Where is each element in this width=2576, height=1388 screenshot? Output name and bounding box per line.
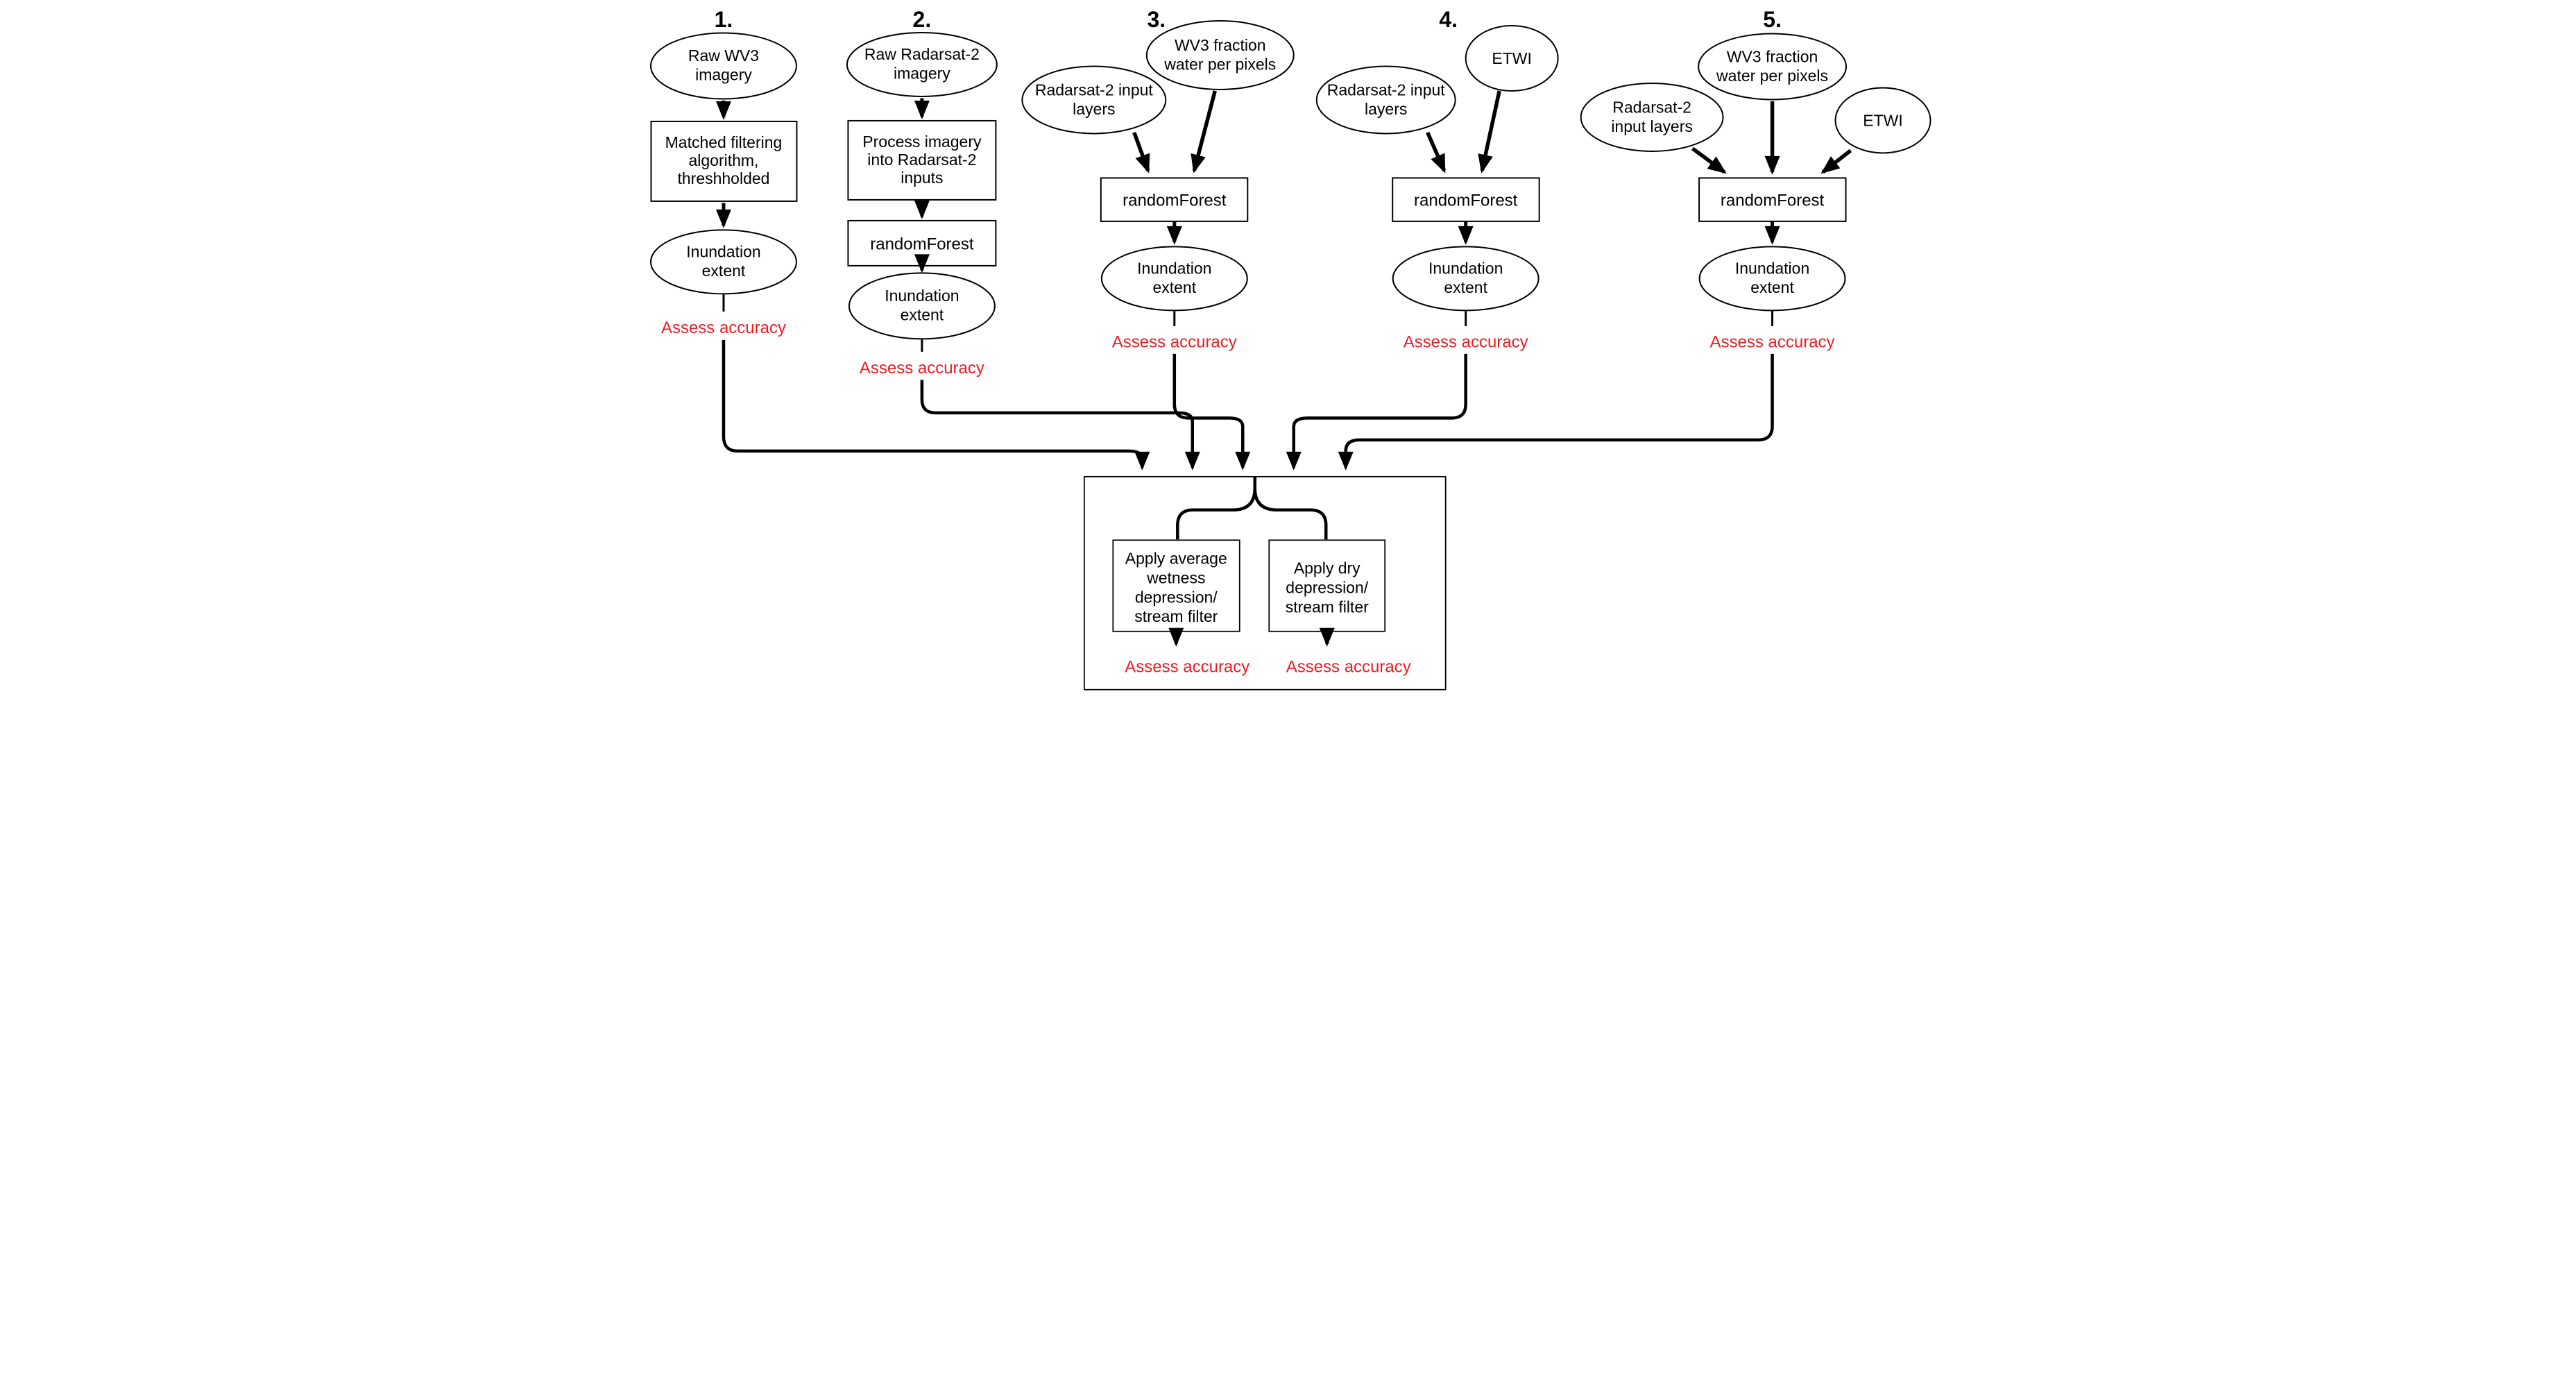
radarsat2-inputs-ellipse-4 [1315, 65, 1456, 135]
inundation-extent-ellipse-1 [649, 229, 797, 295]
inundation-1-line2: extent [701, 262, 745, 280]
radarsat2-inputs-3-line1: Radarsat-2 input [1034, 81, 1153, 99]
workflow-2: 2. Raw Radarsat-2 imagery Process imager… [846, 7, 1200, 471]
radarsat2-inputs-5-line2: input layers [1611, 117, 1693, 135]
inundation-extent-ellipse-4 [1392, 246, 1539, 312]
radarsat2-inputs-4-line2: layers [1365, 100, 1407, 118]
assess-accuracy-label-wetness: Assess accuracy [1125, 658, 1249, 677]
dry-filter-line2: depression/ [1286, 578, 1368, 596]
assess-accuracy-label-4: Assess accuracy [1403, 332, 1528, 351]
matched-filtering-box [650, 120, 797, 202]
wv3-fraction-3-line1: WV3 fraction [1174, 36, 1265, 54]
radarsat2-inputs-4-line1: Radarsat-2 input [1327, 81, 1445, 99]
arrow-w3-wv3-to-rf [1190, 90, 1217, 174]
inundation-5-line2: extent [1750, 278, 1794, 296]
etwi-ellipse-4 [1465, 24, 1559, 92]
inundation-extent-ellipse-3 [1100, 246, 1248, 312]
random-forest-label-3: randomForest [1123, 191, 1227, 210]
workflow-3-number: 3. [1147, 7, 1166, 32]
inundation-2-line2: extent [900, 305, 944, 323]
random-forest-label-4: randomForest [1414, 191, 1518, 210]
raw-wv3-imagery-line2: imagery [695, 65, 752, 83]
assess-accuracy-label-3: Assess accuracy [1111, 332, 1236, 351]
etwi-ellipse-5 [1834, 87, 1931, 154]
workflow-4: 4. ETWI Radarsat-2 input layers randomFo… [1286, 7, 1559, 471]
flow-arrow-w3-to-final [1172, 353, 1250, 471]
inundation-2-line1: Inundation [885, 287, 959, 305]
wv3-fraction-5-line1: WV3 fraction [1726, 47, 1818, 65]
workflow-1: 1. Raw WV3 imagery Matched filtering alg… [649, 7, 1150, 471]
final-container-box [1083, 475, 1447, 691]
radarsat2-inputs-3-line2: layers [1073, 100, 1115, 118]
assess-accuracy-label-5: Assess accuracy [1709, 332, 1834, 351]
process-imagery-box [846, 119, 996, 201]
process-imagery-line3: inputs [901, 169, 943, 187]
matched-filtering-line2: algorithm, [688, 151, 758, 169]
inundation-3-line1: Inundation [1137, 259, 1211, 277]
arrow-w3-radarsat-to-rf [1132, 132, 1150, 174]
wetness-filter-line3: depression/ [1134, 588, 1217, 606]
raw-wv3-imagery-line1: Raw WV3 [688, 46, 758, 65]
assess-accuracy-label-1: Assess accuracy [661, 319, 786, 337]
workflow-2-number: 2. [912, 7, 931, 32]
radarsat2-inputs-5-line1: Radarsat-2 [1612, 98, 1691, 116]
wetness-filter-line1: Apply average [1125, 549, 1227, 567]
radarsat2-inputs-ellipse-3 [1021, 65, 1166, 135]
matched-filtering-line3: threshholded [677, 169, 769, 187]
dry-filter-line3: stream filter [1285, 598, 1368, 616]
raw-radarsat2-imagery-ellipse [846, 31, 998, 97]
random-forest-box-2 [846, 219, 996, 266]
dry-filter-box [1268, 539, 1385, 632]
random-forest-label-2: randomForest [870, 235, 974, 253]
random-forest-label-5: randomForest [1720, 191, 1824, 210]
wetness-filter-line2: wetness [1146, 568, 1205, 586]
assess-accuracy-label-2: Assess accuracy [859, 359, 984, 378]
inundation-extent-ellipse-2 [848, 272, 996, 340]
dry-filter-line1: Apply dry [1293, 559, 1360, 577]
wv3-fraction-ellipse-3 [1145, 19, 1295, 90]
wetness-filter-box [1111, 539, 1240, 632]
wetness-filter-line4: stream filter [1134, 607, 1218, 625]
random-forest-box-3 [1100, 177, 1248, 222]
arrow-w5-radarsat-to-rf [1691, 146, 1727, 174]
raw-wv3-imagery-ellipse [649, 32, 797, 100]
inundation-4-line1: Inundation [1428, 259, 1502, 277]
flow-arrow-w2-to-final [920, 380, 1200, 471]
etwi-label-5: ETWI [1863, 111, 1902, 129]
assess-accuracy-label-dry: Assess accuracy [1286, 658, 1410, 677]
wv3-fraction-3-line2: water per pixels [1163, 55, 1276, 73]
workflow-5-number: 5. [1763, 7, 1782, 32]
arrow-w4-radarsat-to-rf [1425, 131, 1446, 174]
inundation-5-line1: Inundation [1734, 259, 1809, 277]
wv3-fraction-ellipse-5 [1697, 33, 1847, 101]
fork-line-left [1175, 476, 1256, 540]
workflow-3: 3. WV3 fraction water per pixels Radarsa… [1021, 7, 1295, 471]
raw-radarsat2-line1: Raw Radarsat-2 [864, 45, 979, 63]
fork-line-right [1253, 476, 1327, 540]
arrow-w4-etwi-to-rf [1477, 90, 1501, 174]
arrow-w5-etwi-to-rf [1820, 149, 1852, 174]
inundation-extent-ellipse-5 [1698, 246, 1846, 312]
workflow-4-number: 4. [1439, 7, 1458, 32]
wv3-fraction-5-line2: water per pixels [1716, 67, 1828, 85]
workflow-5: 5. WV3 fraction water per pixels Radarsa… [1338, 7, 1931, 471]
process-imagery-line1: Process imagery [862, 133, 982, 151]
random-forest-box-4 [1391, 177, 1540, 222]
raw-radarsat2-line2: imagery [894, 64, 950, 82]
matched-filtering-line1: Matched filtering [665, 133, 782, 151]
process-imagery-line2: into Radarsat-2 [867, 151, 976, 169]
radarsat2-inputs-ellipse-5 [1580, 82, 1724, 152]
flow-arrow-w1-to-final [722, 339, 1150, 471]
final-comparison-box: Apply average wetness depression/ stream… [1083, 475, 1447, 691]
inundation-3-line2: extent [1152, 278, 1196, 296]
random-forest-box-5 [1698, 177, 1847, 222]
inundation-4-line2: extent [1444, 278, 1487, 296]
workflow-1-number: 1. [714, 7, 733, 32]
flow-arrow-w4-to-final [1286, 353, 1467, 471]
flowchart-canvas: 1. Raw WV3 imagery Matched filtering alg… [645, 0, 1932, 694]
etwi-label-4: ETWI [1492, 49, 1531, 67]
inundation-1-line1: Inundation [686, 242, 760, 260]
flow-arrow-w5-to-final [1338, 353, 1774, 471]
